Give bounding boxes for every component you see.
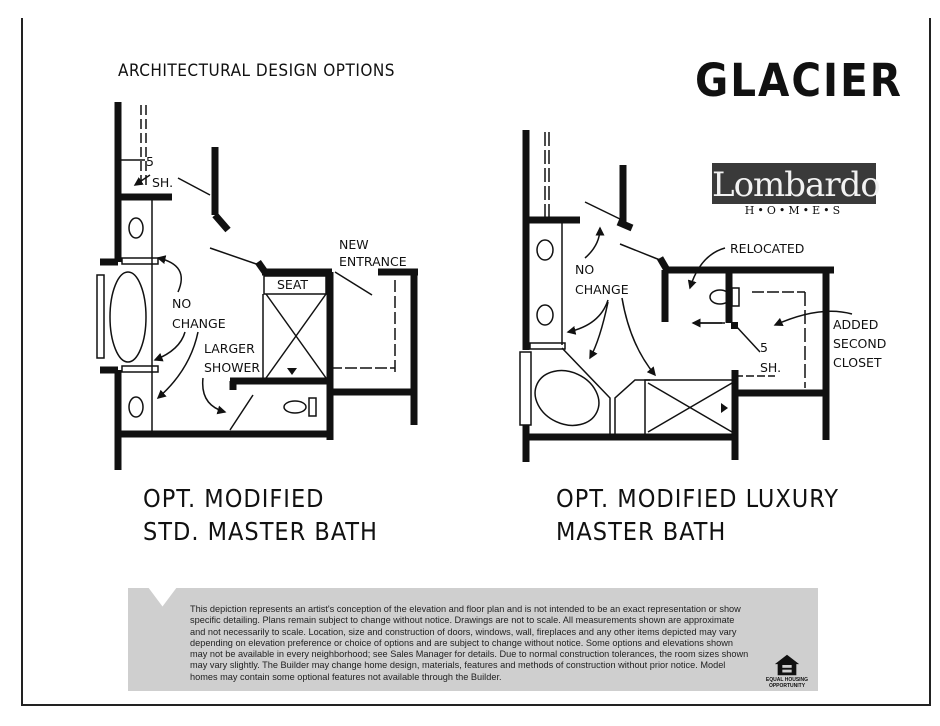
left-walls <box>100 102 418 470</box>
label-no: NO <box>575 262 594 277</box>
label-new: NEW <box>339 237 369 252</box>
label-larger: LARGER <box>204 341 255 356</box>
left-plan-caption: OPT. MODIFIED STD. MASTER BATH <box>143 482 378 548</box>
label-5: 5 <box>146 154 154 169</box>
label-seat: SEAT <box>277 277 308 292</box>
right-walls <box>522 130 834 462</box>
shower-head-icon <box>721 403 728 413</box>
label-5: 5 <box>760 340 768 355</box>
label-added: ADDED <box>833 317 878 332</box>
disclaimer-text: This depiction represents an artist's co… <box>190 604 749 682</box>
label-sh: SH. <box>152 175 173 190</box>
label-closet: CLOSET <box>833 355 882 370</box>
section-header: ARCHITECTURAL DESIGN OPTIONS <box>118 61 396 81</box>
right-plan-caption: OPT. MODIFIED LUXURY MASTER BATH <box>556 482 839 548</box>
caption-line-2: STD. MASTER BATH <box>143 517 378 546</box>
label-relocated: RELOCATED <box>730 241 804 256</box>
label-second: SECOND <box>833 336 886 351</box>
label-no: NO <box>172 296 191 311</box>
page-frame <box>21 18 931 706</box>
label-change: CHANGE <box>172 316 226 331</box>
plan-title: GLACIER <box>695 54 903 107</box>
caption-line-2: MASTER BATH <box>556 517 727 546</box>
left-plan-drawing: 5 SH. NEW ENTRANCE SEAT NO CHANGE LARGER… <box>96 102 418 470</box>
label-sh: SH. <box>760 360 781 375</box>
lombardo-logo-sub: H•O•M•E•S <box>744 204 844 217</box>
lombardo-logo: Lombardo <box>712 163 881 205</box>
equal-housing-icon <box>774 654 800 676</box>
shower-head-icon <box>287 368 297 375</box>
disclaimer-box <box>128 588 818 691</box>
caption-line-1: OPT. MODIFIED <box>143 484 325 513</box>
label-entrance: ENTRANCE <box>339 254 407 269</box>
right-plan-drawing: NO CHANGE RELOCATED 5 SH. ADDED SECOND C… <box>519 130 886 462</box>
label-shower: SHOWER <box>204 360 260 375</box>
label-change: CHANGE <box>575 282 629 297</box>
equal-housing-text: EQUAL HOUSING OPPORTUNITY <box>765 677 809 689</box>
caption-line-1: OPT. MODIFIED LUXURY <box>556 484 839 513</box>
